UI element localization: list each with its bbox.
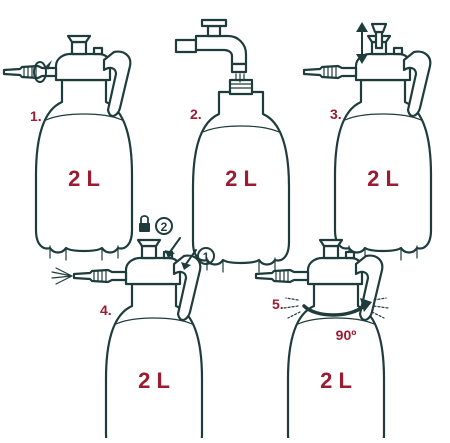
sequence-label-1: 1 xyxy=(203,250,210,264)
rotate-90-arrow-icon xyxy=(302,298,372,317)
water-tap-icon xyxy=(174,18,248,83)
step-4-capacity: 2 L xyxy=(138,368,170,393)
step-2-number: 2. xyxy=(190,106,202,122)
press-arrow-icon xyxy=(165,237,197,270)
sequence-label-2: 2 xyxy=(161,220,168,234)
step-4-number: 4. xyxy=(100,302,112,318)
step-1-capacity: 2 L xyxy=(68,166,100,191)
sequence-circle-1 xyxy=(197,247,215,265)
step-1-number: 1. xyxy=(30,108,42,124)
up-down-arrow-icon xyxy=(356,22,368,64)
pressure-release-lines xyxy=(283,297,389,319)
step-3-capacity: 2 L xyxy=(367,166,399,191)
rotate-arrow-icon xyxy=(33,60,52,83)
spray-lines xyxy=(51,267,73,285)
step-2-sprayer: 2 L xyxy=(174,18,291,274)
angle-label: 90º xyxy=(336,327,357,343)
sequence-circle-2 xyxy=(155,217,173,235)
step-3-sprayer: 2 L xyxy=(302,22,433,262)
step-5-sprayer: 90º 2 L xyxy=(254,238,389,443)
step-5-capacity: 2 L xyxy=(320,368,352,393)
step-5-number: 5. xyxy=(272,296,284,312)
step-1-sprayer: 2 L xyxy=(2,34,134,262)
step-3-number: 3. xyxy=(330,106,342,122)
step-2-capacity: 2 L xyxy=(225,166,257,191)
lock-icon xyxy=(139,215,150,232)
step-4-sprayer: 2 1 2 L xyxy=(51,215,215,443)
